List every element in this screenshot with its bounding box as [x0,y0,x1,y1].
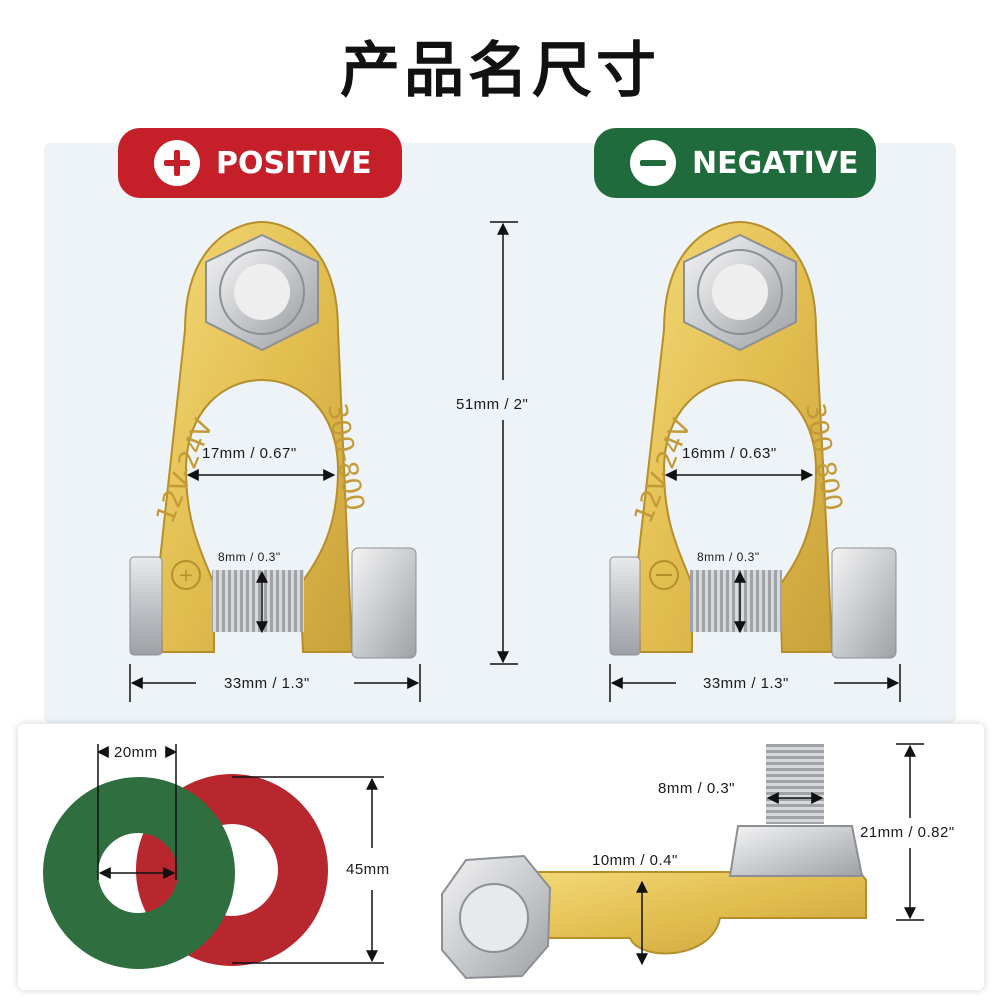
side-nut [351,547,417,659]
felt-washers [43,774,328,969]
side-height-dimension: 21mm / 0.82" [858,824,957,841]
side-nut [831,547,897,659]
positive-emboss-right: 300-800 [321,401,369,513]
negative-ring-dimension: 16mm / 0.63" [682,445,777,462]
positive-clamp: + 12V-24V 300-800 [129,220,417,659]
page-title: 产品名尺寸 [340,36,660,106]
positive-emboss-left: 12V-24V [151,415,220,528]
bolt-cap [129,556,163,656]
positive-bolt-dimension: 8mm / 0.3" [218,550,281,564]
washer-inner-dimension: 20mm [114,744,158,761]
positive-label: POSITIVE [216,145,372,181]
stud-dimension: 8mm / 0.3" [658,780,736,797]
washer-outer-dimension: 45mm [342,861,394,878]
positive-width-dimension: 33mm / 1.3" [224,675,310,692]
green-washer [43,777,235,969]
negative-label: NEGATIVE [692,145,859,181]
positive-badge: POSITIVE [118,128,402,198]
threaded-bolt [690,570,782,632]
negative-bolt-dimension: 8mm / 0.3" [697,550,760,564]
dimension-lines-bottom [96,743,924,966]
negative-clamp: 12V-24V 300-800 [609,220,897,659]
negative-emboss-left: 12V-24V [629,415,698,528]
side-view-terminal [441,744,867,980]
stud-nut [728,825,864,877]
negative-emboss-right: 300-800 [799,401,847,513]
negative-width-dimension: 33mm / 1.3" [703,675,789,692]
positive-ring-dimension: 17mm / 0.67" [202,445,297,462]
bolt-cap [609,556,641,656]
threaded-bolt [212,570,304,632]
plus-icon [154,140,200,186]
threaded-stud [766,744,824,824]
height-dimension: 51mm / 2" [454,396,531,413]
minus-icon [630,140,676,186]
dimension-lines-top [129,221,901,702]
negative-badge: NEGATIVE [594,128,876,198]
plate-dimension: 10mm / 0.4" [592,852,678,869]
svg-text:+: + [178,565,193,586]
